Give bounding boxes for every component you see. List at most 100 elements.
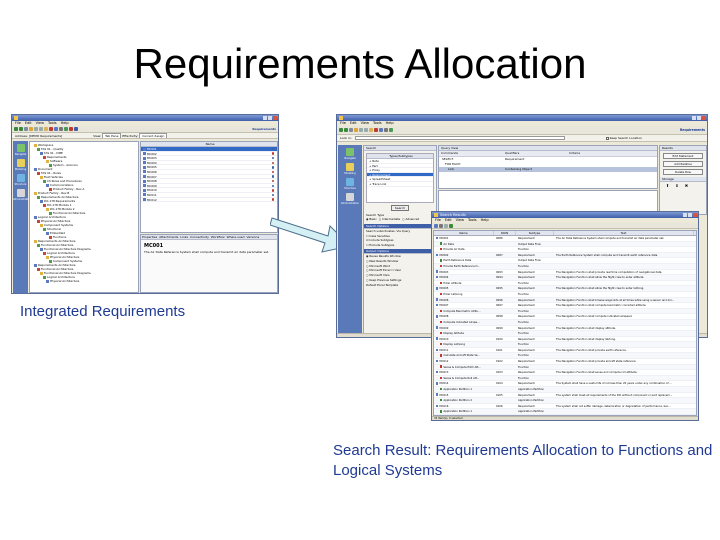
tab-connectivity[interactable]: Connectivity bbox=[190, 235, 209, 239]
tree-item[interactable]: Workspace bbox=[32, 143, 136, 147]
tab-versions[interactable]: Versions bbox=[246, 235, 260, 239]
output-option[interactable]: ○ Keep Previous Settings bbox=[364, 278, 436, 283]
tree-item[interactable]: Functional Architecture bbox=[32, 243, 136, 247]
up-icon[interactable] bbox=[349, 128, 353, 132]
search-type-radio[interactable]: ○ Intermediate bbox=[379, 217, 400, 221]
forward-icon[interactable] bbox=[19, 127, 23, 131]
tree-item[interactable]: Requirements Architecture bbox=[32, 239, 136, 243]
forward-icon[interactable] bbox=[344, 128, 348, 132]
search-option[interactable]: ☑ Include Subtypes bbox=[364, 238, 436, 243]
list-item[interactable]: MC003 bbox=[141, 156, 277, 161]
search-option[interactable]: Search subordinates: Via Query bbox=[364, 229, 436, 234]
list-item[interactable]: MC012 bbox=[141, 198, 277, 203]
table-row[interactable]: Sense & Compute Pitch Att...Function bbox=[434, 364, 696, 371]
tree-item[interactable]: Document bbox=[32, 167, 136, 171]
minimize-icon[interactable] bbox=[263, 116, 267, 120]
modeling-icon[interactable] bbox=[346, 163, 354, 171]
minimize-icon[interactable] bbox=[692, 116, 696, 120]
tree-item[interactable]: Logical Architecture bbox=[32, 275, 136, 279]
menu-item-edit[interactable]: Edit bbox=[349, 121, 357, 125]
output-option[interactable]: ◉ Reuse Results Window bbox=[364, 254, 436, 259]
tab-properties[interactable]: Properties bbox=[142, 235, 158, 239]
keep-search-checkbox[interactable] bbox=[605, 136, 609, 140]
print-icon[interactable] bbox=[59, 127, 63, 131]
table-row[interactable]: Provide Earth Reference D...Function bbox=[434, 263, 696, 270]
list-item[interactable]: MC011 bbox=[141, 193, 277, 198]
find-icon[interactable] bbox=[379, 128, 383, 132]
list-item[interactable]: MC008 bbox=[141, 179, 277, 184]
tree-item[interactable]: Requirements bbox=[32, 155, 136, 159]
copy-icon[interactable] bbox=[364, 128, 368, 132]
scope-item[interactable]: + Trace Link bbox=[367, 182, 433, 187]
tree-item[interactable]: Field Vehicles bbox=[32, 175, 136, 179]
action-button[interactable]: Add Relative bbox=[663, 161, 703, 167]
user-checkbox[interactable]: ☐ User bbox=[390, 268, 402, 273]
menu-item-tools[interactable]: Tools bbox=[47, 121, 57, 125]
address-field[interactable] bbox=[354, 136, 565, 140]
tree-item[interactable]: Product Family - Rev B bbox=[32, 191, 136, 195]
tree-item[interactable]: TAS 01 - Rules bbox=[32, 171, 136, 175]
print-icon[interactable] bbox=[384, 128, 388, 132]
tree-item[interactable]: Logical Architecture bbox=[32, 251, 136, 255]
tree-item[interactable]: Functional Architecture bbox=[32, 211, 136, 215]
output-option[interactable]: ○ New Results Window bbox=[364, 259, 436, 264]
address-bar[interactable]: Address: [DEMO Requirements] View: Tab P… bbox=[12, 133, 278, 139]
column-header-subtype[interactable]: Subtype bbox=[516, 231, 554, 235]
remove-icon[interactable]: ✖ bbox=[684, 183, 689, 188]
filter-icon[interactable] bbox=[69, 127, 73, 131]
output-option[interactable]: ○ Microsoft Excel ☐ User bbox=[364, 268, 436, 273]
scope-item[interactable]: + Requirement bbox=[367, 172, 433, 178]
cut-icon[interactable] bbox=[34, 127, 38, 131]
maximize-icon[interactable] bbox=[268, 116, 272, 120]
navigate-icon[interactable] bbox=[346, 148, 354, 156]
list-item[interactable]: MC009 bbox=[141, 184, 277, 189]
tree-item[interactable]: DO-178 Module 2 bbox=[32, 207, 136, 211]
menu-item-edit[interactable]: Edit bbox=[24, 121, 32, 125]
list-item[interactable]: MC010 bbox=[141, 188, 277, 193]
table-row[interactable]: Compute Indicated Airspe...Function bbox=[434, 319, 696, 326]
menu-item-file[interactable]: File bbox=[15, 121, 21, 125]
tree-item[interactable]: DO-178 Requirements bbox=[32, 199, 136, 203]
back-icon[interactable] bbox=[339, 128, 343, 132]
tree-item[interactable]: Physical Architecture bbox=[32, 219, 136, 223]
modeling-icon[interactable] bbox=[16, 159, 25, 167]
scope-item[interactable]: + Proxy bbox=[367, 168, 433, 173]
tree-item[interactable]: Functional Architecture Diagrams bbox=[32, 271, 136, 275]
maximize-icon[interactable] bbox=[697, 116, 701, 120]
output-option[interactable]: ○ Microsoft Visio bbox=[364, 273, 436, 278]
tree-item[interactable]: Functional Architecture bbox=[32, 267, 136, 271]
menu-item-edit[interactable]: Edit bbox=[444, 218, 452, 222]
view-select[interactable]: Tab Pane bbox=[102, 133, 122, 138]
tree-item[interactable]: Communications bbox=[32, 183, 136, 187]
excel-icon[interactable] bbox=[449, 223, 453, 228]
tab-attachments[interactable]: Attachments bbox=[159, 235, 179, 239]
list-item[interactable]: MC006 bbox=[141, 170, 277, 175]
address-bar[interactable]: Look in: Keep Search Location bbox=[337, 135, 707, 142]
tree-item[interactable]: Requirements Architecture bbox=[32, 263, 136, 267]
link-icon[interactable] bbox=[389, 128, 393, 132]
refresh-icon[interactable] bbox=[29, 127, 33, 131]
tree-item[interactable]: TAS 01 - DME bbox=[32, 151, 136, 155]
column-header-roin[interactable]: ROIN bbox=[494, 231, 516, 235]
table-row[interactable]: Sense & Compute Roll Att...Function bbox=[434, 375, 696, 382]
up-icon[interactable] bbox=[24, 127, 28, 131]
